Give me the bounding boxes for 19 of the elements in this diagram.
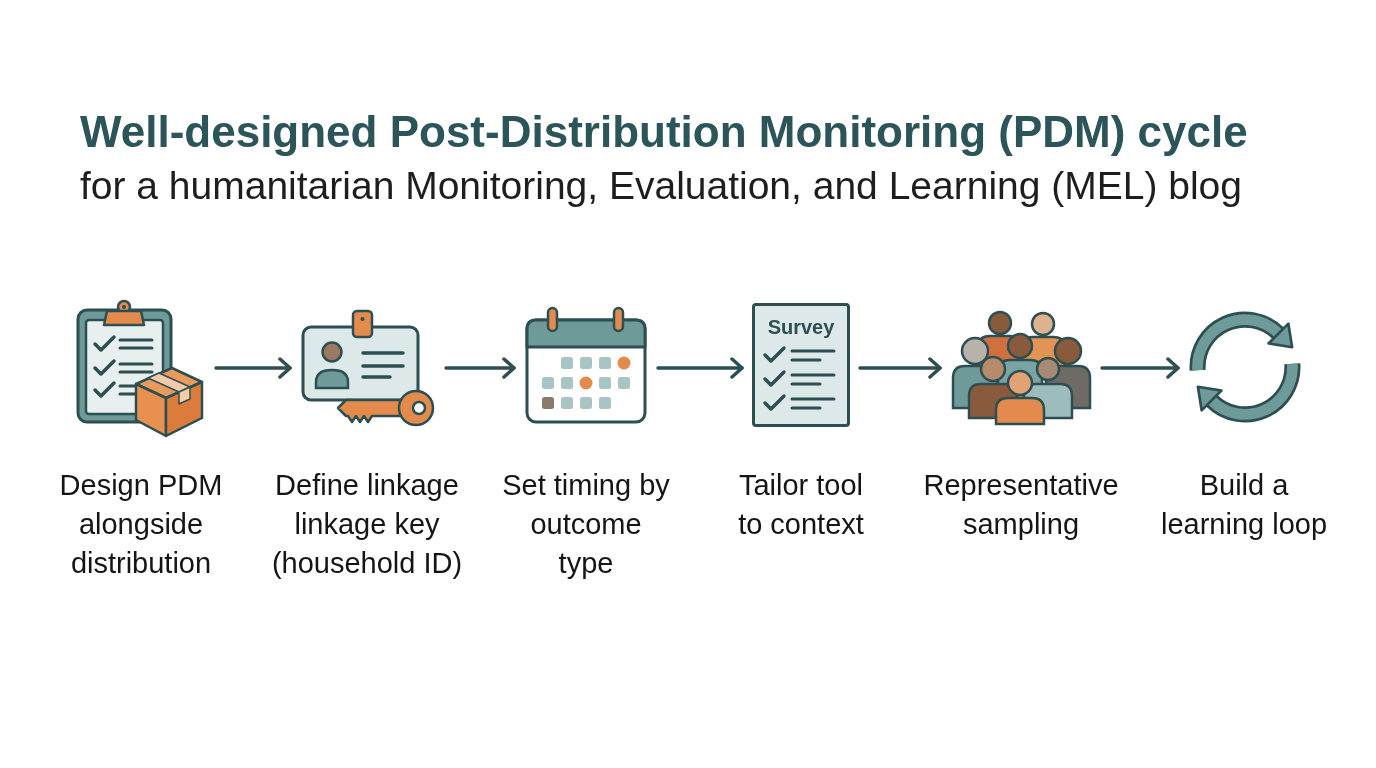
arrow — [656, 357, 744, 379]
step-caption: Set timing by outcome type — [501, 468, 671, 581]
step-caption: Design PDM alongside distribution — [58, 468, 224, 581]
calendar-icon — [524, 306, 648, 426]
arrow — [1100, 357, 1180, 379]
step-caption: Tailor tool to context — [737, 468, 865, 542]
step-caption: Representative sampling — [922, 468, 1120, 542]
document-title: Survey — [767, 316, 835, 338]
people-group-icon — [950, 310, 1092, 426]
step-caption: Build a learning loop — [1159, 468, 1329, 542]
survey-document — [752, 303, 850, 427]
arrow — [858, 357, 942, 379]
refresh-cycle-icon — [1188, 310, 1302, 424]
diagram-title: Well-designed Post-Distribution Monitoring (PDM) cycle — [80, 110, 1248, 154]
arrow — [214, 357, 292, 379]
clipboard-box-icon — [76, 298, 206, 440]
step-caption: Define linkage linkage key (household ID) — [270, 468, 464, 581]
arrow — [444, 357, 516, 379]
diagram-subtitle: for a humanitarian Monitoring, Evaluation, and Learning (MEL) blog — [80, 166, 1242, 205]
